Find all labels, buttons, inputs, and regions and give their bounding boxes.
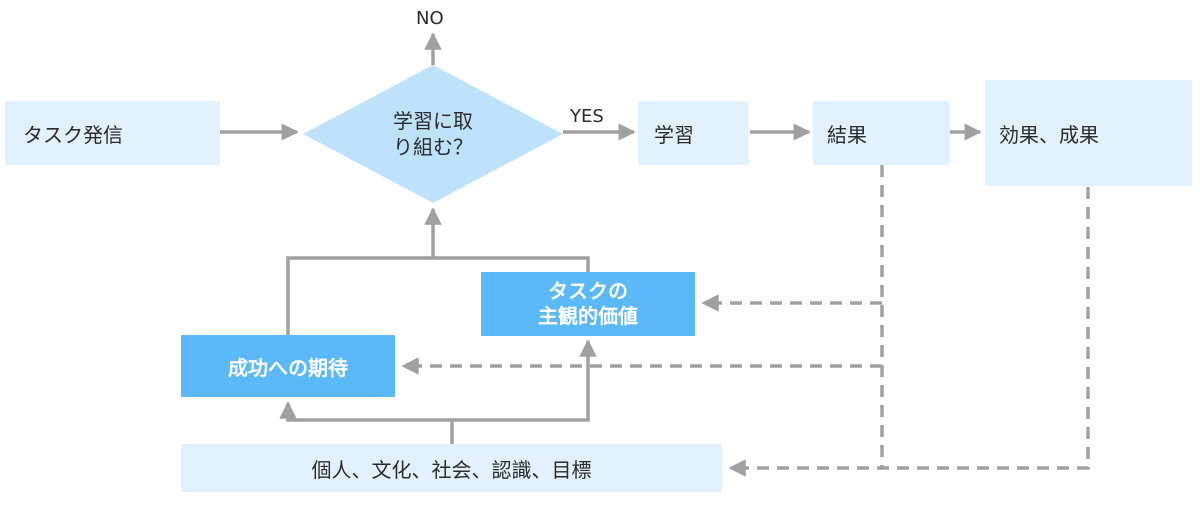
arrow-factors-to-subjective-value <box>452 339 597 422</box>
decision-text: 学習に取 り組む？ <box>363 108 503 160</box>
decision-diamond <box>303 65 563 203</box>
no-label: NO <box>416 8 444 29</box>
expectation-box: 成功への期待 <box>181 335 395 397</box>
subjective-value-line-2: 主観的価値 <box>538 304 638 328</box>
decision-line-2: り組む？ <box>393 135 473 159</box>
dashed-arrow-effect-to-factors <box>728 187 1090 477</box>
learning-label: 学習 <box>654 122 694 147</box>
result-label: 結果 <box>827 122 867 147</box>
subjective-value-line-1: タスクの <box>548 279 628 303</box>
decision-line-1: 学習に取 <box>393 109 473 133</box>
effect-box: 効果、成果 <box>985 80 1192 186</box>
factors-box: 個人、文化、社会、認識、目標 <box>181 444 722 492</box>
subjective-value-box: タスクの 主観的価値 <box>481 272 695 336</box>
yes-label: YES <box>570 106 604 127</box>
effect-label: 効果、成果 <box>999 122 1099 147</box>
merge-connector <box>286 256 590 335</box>
factors-label: 個人、文化、社会、認識、目標 <box>311 457 592 482</box>
task-issue-box: タスク発信 <box>5 101 220 165</box>
task-issue-label: タスク発信 <box>23 122 123 147</box>
expectation-label: 成功への期待 <box>228 355 348 380</box>
result-box: 結果 <box>813 101 950 165</box>
arrow-factors-to-expectation <box>279 401 454 444</box>
learning-box: 学習 <box>638 101 749 165</box>
